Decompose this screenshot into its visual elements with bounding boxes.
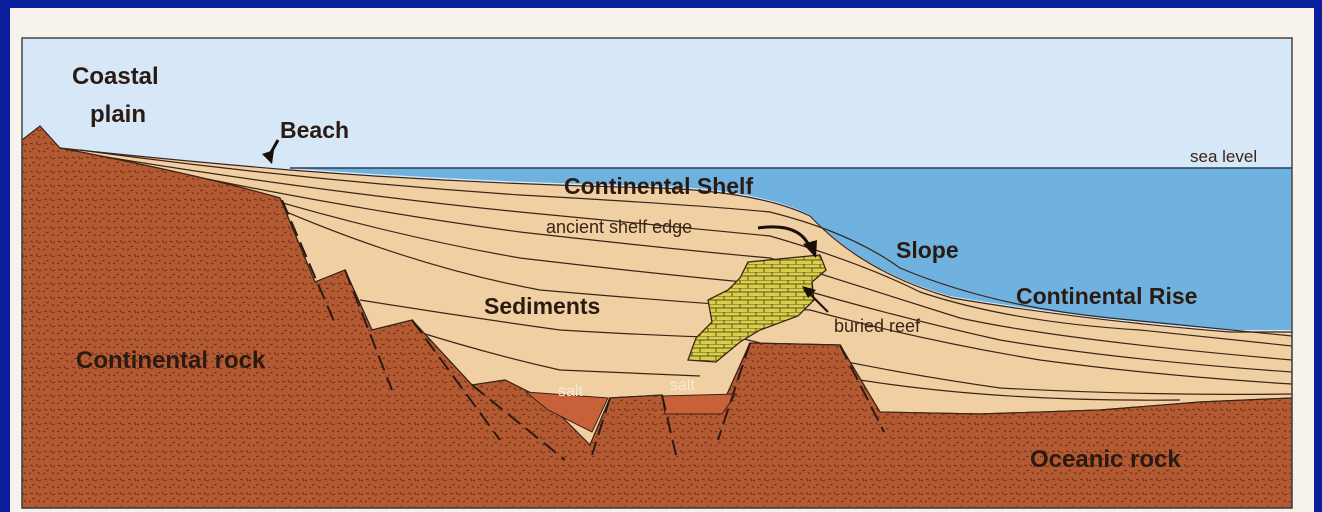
label-continental-rock: Continental rock bbox=[76, 347, 266, 374]
label-slope: Slope bbox=[896, 237, 959, 263]
label-sea-level: sea level bbox=[1190, 147, 1257, 166]
label-salt-left: salt bbox=[558, 383, 583, 400]
label-sediments: Sediments bbox=[484, 293, 600, 319]
label-beach: Beach bbox=[280, 117, 349, 143]
label-salt-right: salt bbox=[670, 377, 695, 394]
label-continental-shelf: Continental Shelf bbox=[564, 173, 753, 199]
label-coastal-plain-line1: Coastal bbox=[72, 63, 159, 90]
label-buried-reef: buried reef bbox=[834, 316, 921, 336]
label-ancient-shelf-edge: ancient shelf edge bbox=[546, 217, 692, 237]
label-oceanic-rock: Oceanic rock bbox=[1030, 446, 1181, 473]
label-continental-rise: Continental Rise bbox=[1016, 283, 1197, 309]
label-coastal-plain-line2: plain bbox=[90, 101, 146, 128]
